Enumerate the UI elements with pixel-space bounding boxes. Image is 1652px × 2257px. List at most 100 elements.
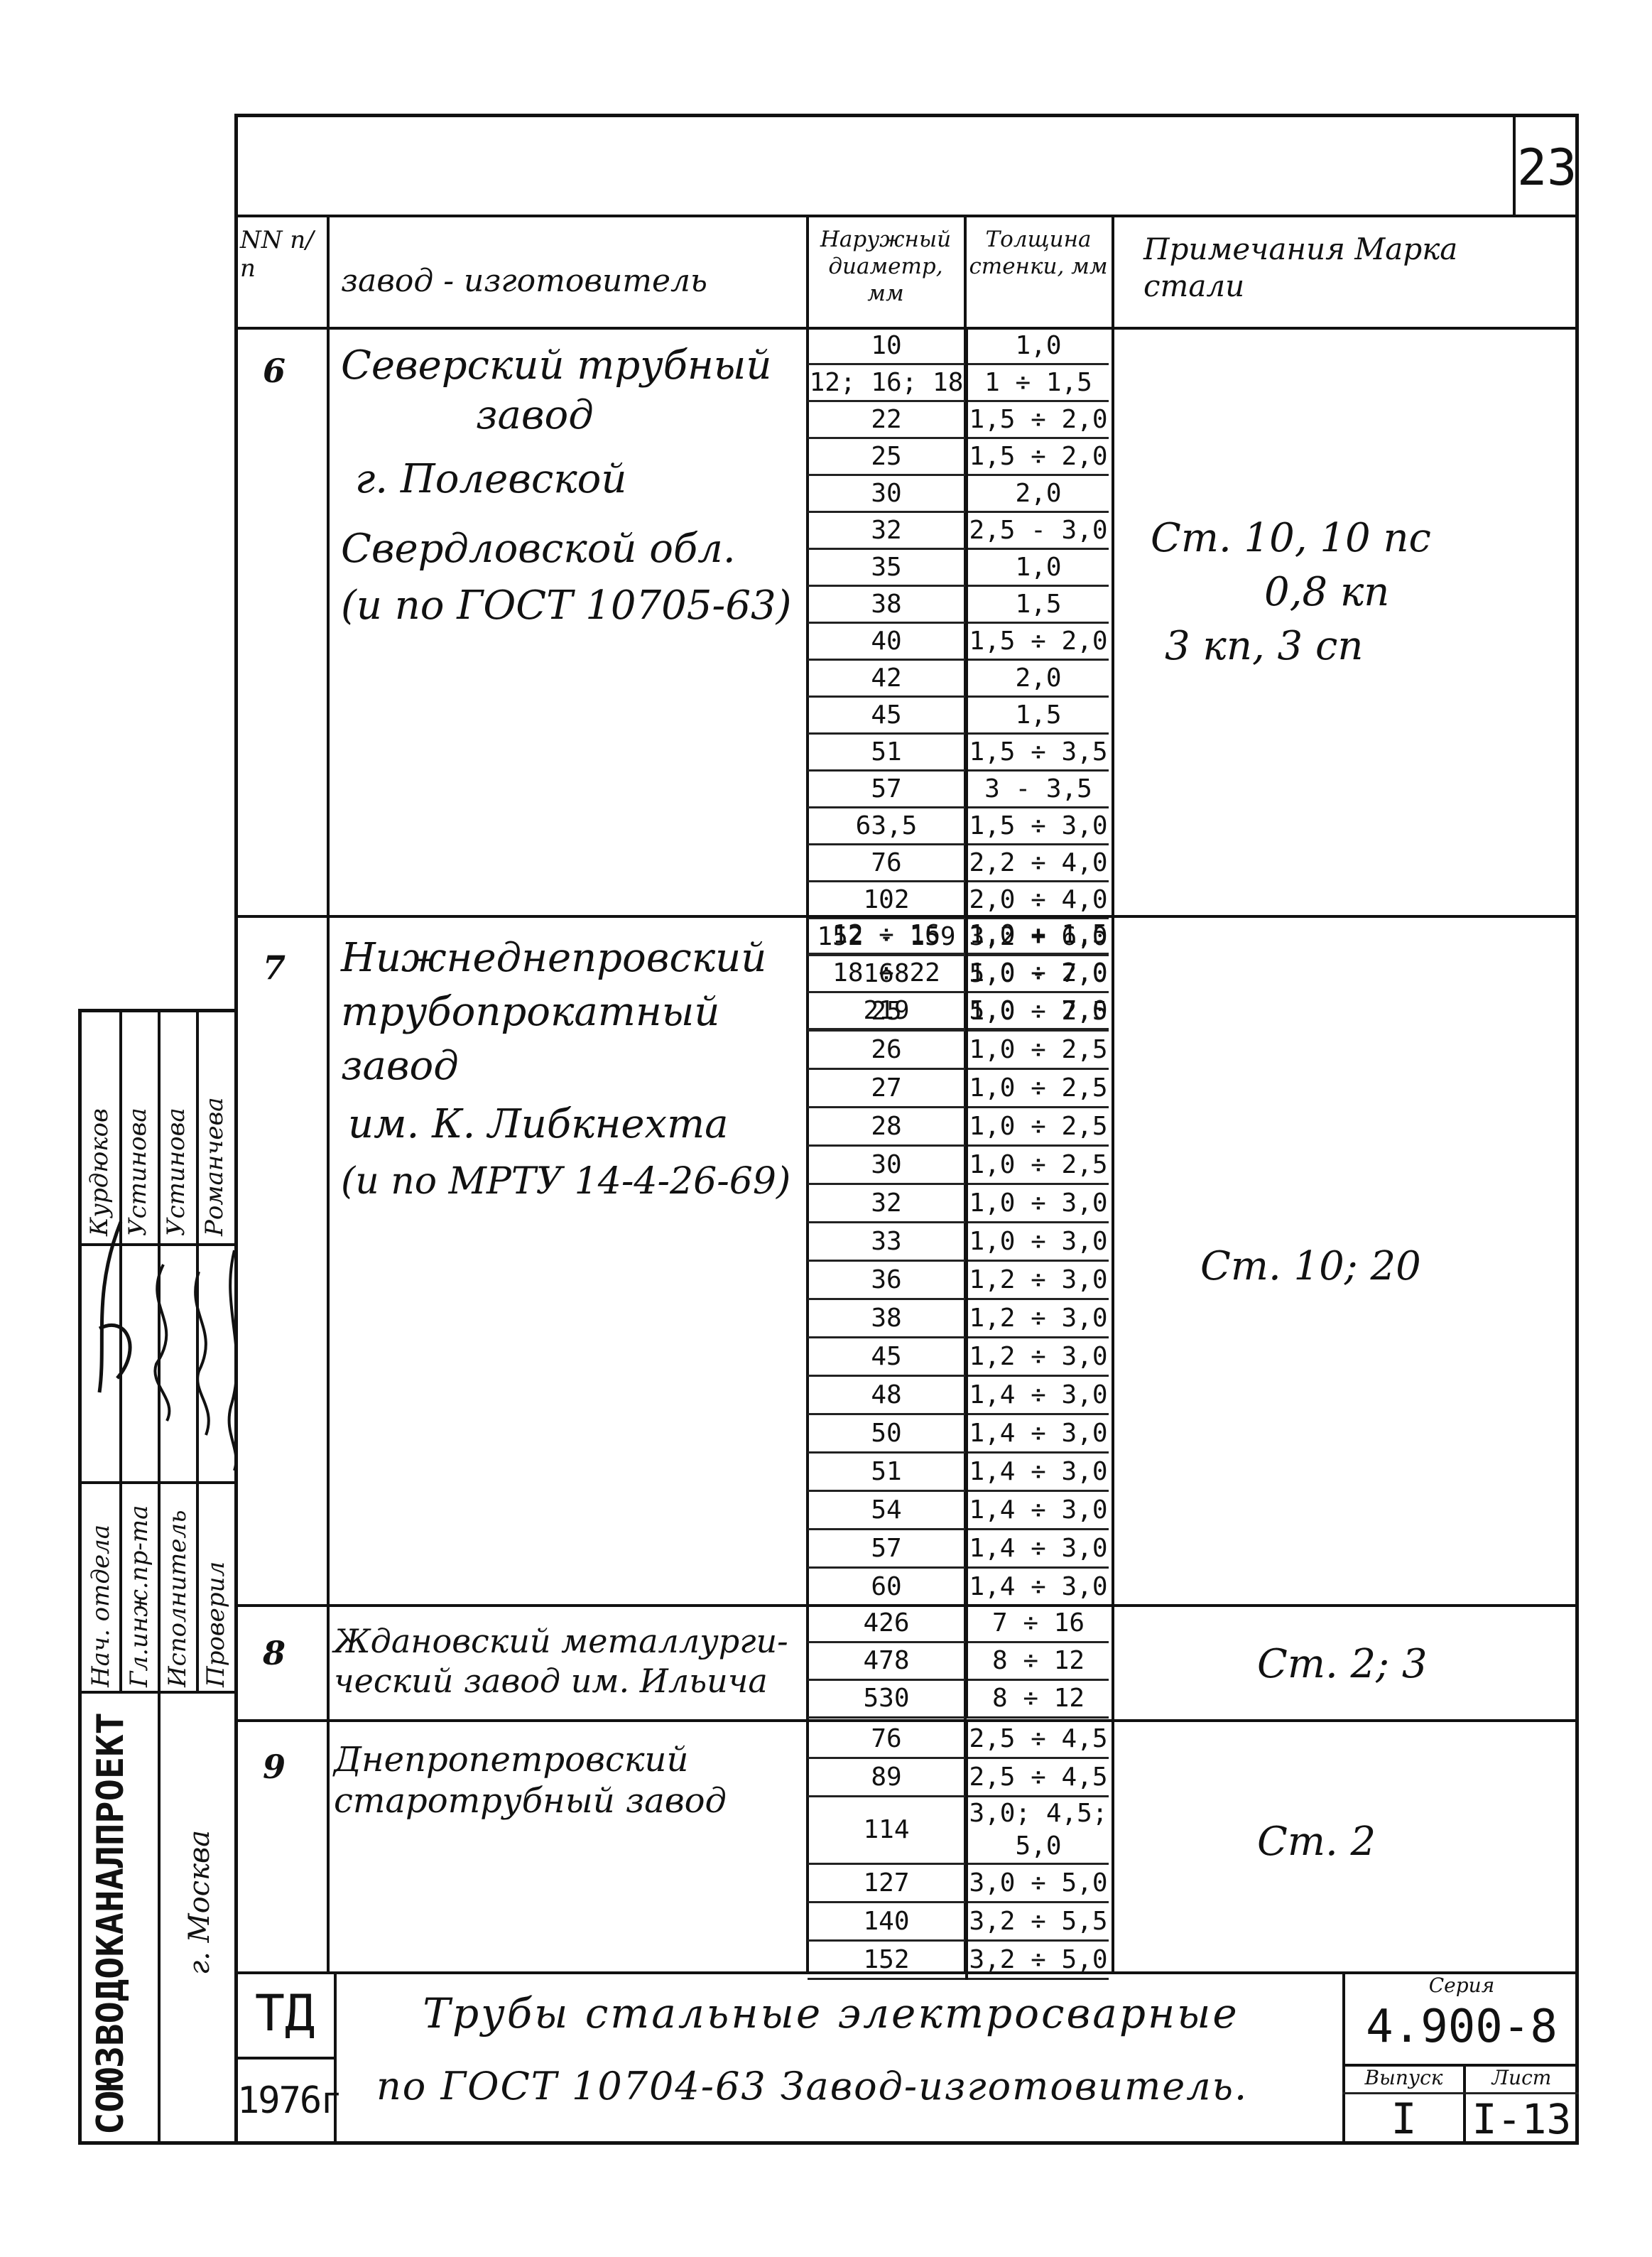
col-line-4 bbox=[1112, 215, 1114, 1971]
organization-name: СОЮЗВОДОКАНАЛПРОЕКТ bbox=[89, 1712, 132, 2135]
note-line: 3 кп, 3 сп bbox=[1165, 623, 1364, 669]
row-num: 9 bbox=[263, 1748, 286, 1786]
header-wall: Толщина стенки, мм bbox=[969, 227, 1108, 279]
row-num: 7 bbox=[263, 948, 286, 987]
title-block-top-line bbox=[234, 1971, 1579, 1974]
plant-line: (и по МРТУ 14-4-26-69) bbox=[341, 1160, 791, 1203]
series-box-divider bbox=[1342, 1971, 1345, 2145]
plant-line: трубопрокатный bbox=[341, 989, 720, 1035]
plant-line: Северский трубный bbox=[341, 342, 772, 389]
issue-label: Выпуск bbox=[1364, 2066, 1443, 2089]
label-underline bbox=[1342, 2092, 1579, 2094]
drawing-frame bbox=[234, 114, 1579, 2145]
stamp-role: Проверил bbox=[202, 1561, 230, 1687]
stamp-row-line bbox=[78, 1243, 237, 1246]
plant-name: Ждановский металлурги- ческий завод им. … bbox=[334, 1621, 803, 1701]
series-label: Серия bbox=[1428, 1974, 1495, 1997]
sheet-code: I-13 bbox=[1472, 2095, 1572, 2143]
plant-line: Днепропетровский bbox=[334, 1740, 689, 1780]
title-block-left-divider bbox=[334, 1971, 337, 2145]
plant-line: им. К. Либкнехта bbox=[348, 1101, 729, 1147]
col-line-1 bbox=[327, 215, 330, 1971]
doc-title-line-2: по ГОСТ 10704-63 Завод-изготовитель. bbox=[376, 2064, 1249, 2109]
steel-grade-note: Ст. 10; 20 bbox=[1200, 1243, 1421, 1289]
plant-name: Нижнеднепровский трубопрокатный завод им… bbox=[341, 936, 803, 1203]
issue-sheet-divider bbox=[1463, 2064, 1466, 2145]
header-diameter: Наружный диаметр, мм bbox=[820, 227, 952, 306]
sheet-number: 23 bbox=[1517, 139, 1577, 197]
note-line: 0,8 кп bbox=[1264, 569, 1390, 615]
steel-grade-note: Ст. 10, 10 пс 0,8 кп 3 кп, 3 сп bbox=[1136, 512, 1563, 673]
series-number: 4.900-8 bbox=[1366, 2001, 1558, 2053]
plant-line: (и по ГОСТ 10705-63) bbox=[341, 583, 792, 629]
stamp-row-line bbox=[78, 1481, 237, 1484]
plant-name: Днепропетровский старотрубный завод bbox=[334, 1739, 803, 1822]
doc-title-line-1: Трубы стальные электросварные bbox=[423, 1989, 1239, 2037]
header-top-line bbox=[234, 215, 1579, 217]
doc-code: ТД bbox=[254, 1984, 315, 2042]
plant-line: г. Полевской bbox=[355, 456, 627, 502]
signature-marks bbox=[97, 1221, 237, 1471]
stamp-col-line bbox=[196, 1009, 199, 1691]
header-plant: завод - изготовитель bbox=[341, 263, 708, 299]
header-note: Примечания Марка стали bbox=[1143, 232, 1458, 303]
stamp-col-line bbox=[119, 1009, 122, 1691]
plant-line: ческий завод им. Ильича bbox=[334, 1662, 768, 1700]
org-divider bbox=[158, 1691, 161, 2145]
note-line: Ст. 10, 10 пс bbox=[1151, 515, 1431, 561]
sheet-number-divider bbox=[1513, 114, 1516, 217]
plant-line: старотрубный завод bbox=[334, 1781, 727, 1821]
plant-line: Свердловской обл. bbox=[341, 526, 736, 572]
stamp-col-line bbox=[158, 1009, 161, 1691]
series-issue-divider bbox=[1342, 2064, 1579, 2067]
issue-number: I bbox=[1391, 2094, 1417, 2144]
plant-line: завод bbox=[476, 392, 594, 438]
stamp-role: Гл.инж.пр-та bbox=[125, 1505, 153, 1687]
sheet-label: Лист bbox=[1491, 2066, 1552, 2089]
row-num: 6 bbox=[263, 352, 286, 390]
organization-city: г. Москва bbox=[183, 1829, 216, 1975]
plant-line: Нижнеднепровский bbox=[341, 935, 767, 981]
